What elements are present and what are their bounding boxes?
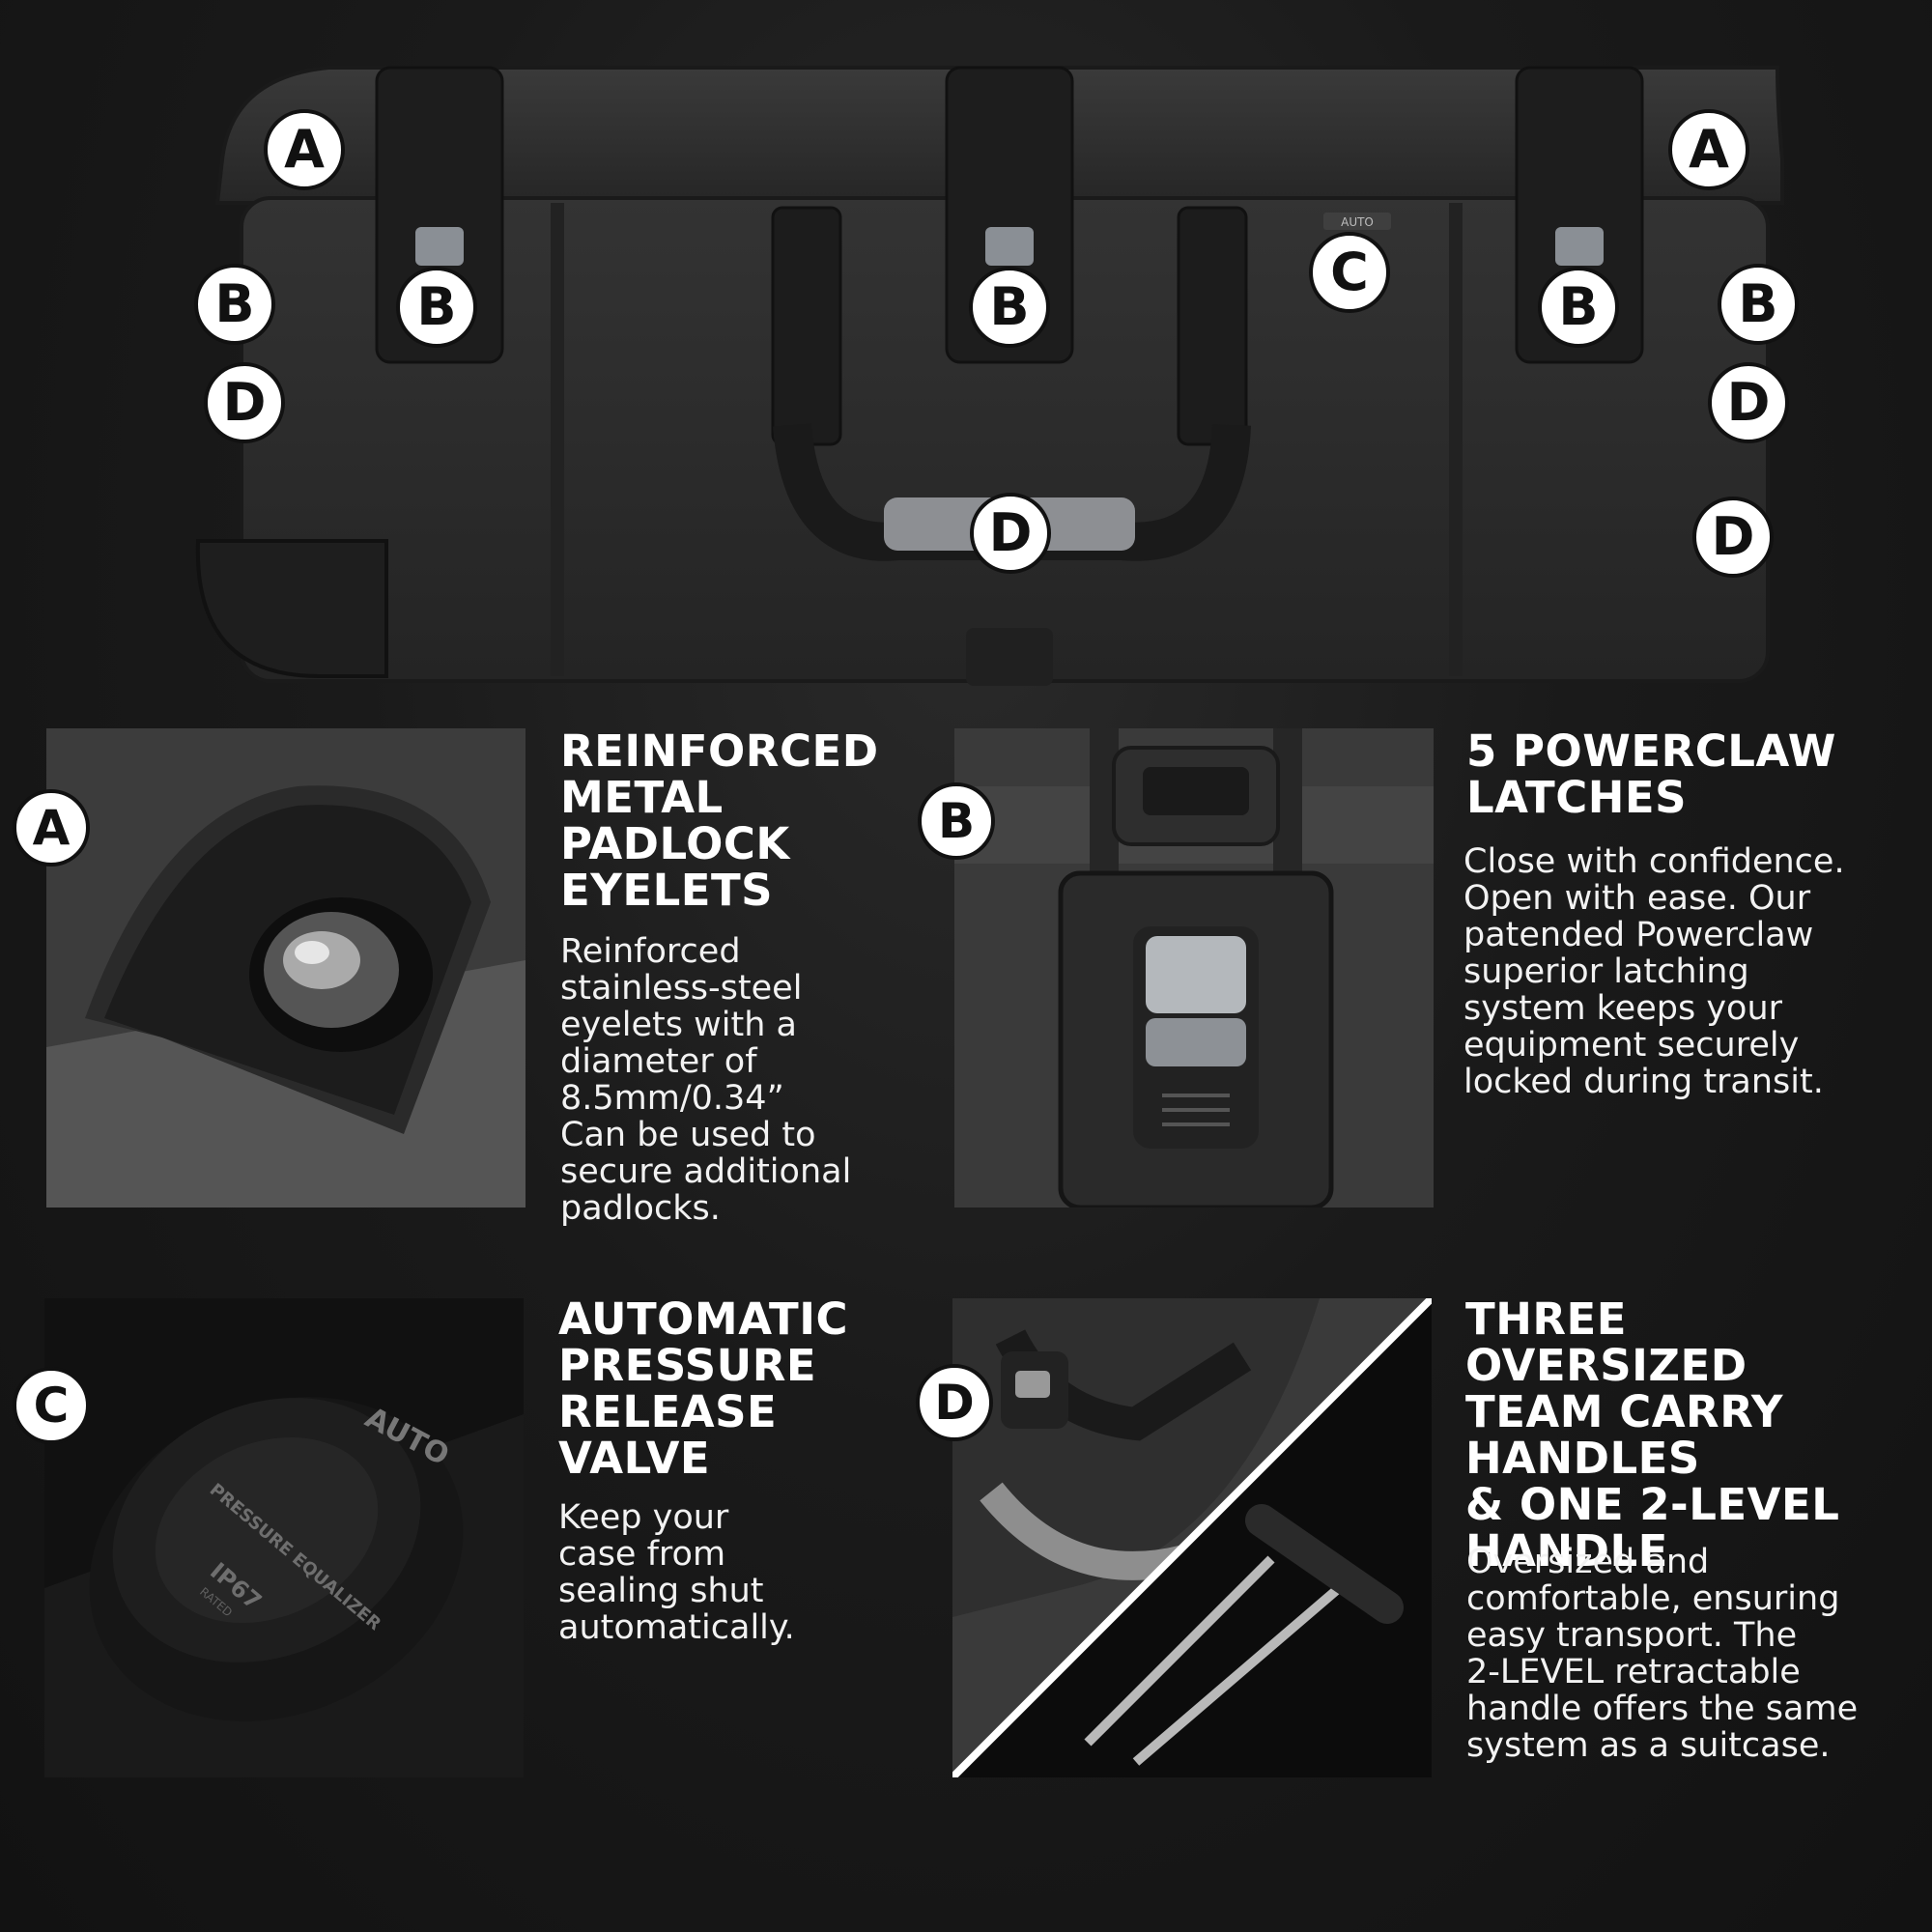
feature-b-marker: B	[918, 782, 995, 860]
feature-c-body: Keep your case from sealing shut automat…	[558, 1498, 795, 1647]
feature-d-marker: D	[916, 1364, 993, 1441]
hero-valve-label: AUTO	[1341, 215, 1374, 229]
feature-d-body: Oversized and comfortable, ensuring easy…	[1466, 1543, 1859, 1765]
marker-d-left: D	[204, 362, 285, 443]
marker-b-latch-left: B	[396, 267, 477, 348]
valve-photo: AUTO PRESSURE EQUALIZER IP67 RATED	[44, 1298, 524, 1777]
case-illustration: AUTO	[195, 66, 1784, 686]
marker-a-right: A	[1668, 109, 1749, 190]
feature-a-marker: A	[13, 789, 90, 867]
feature-d-title: THREE OVERSIZED TEAM CARRY HANDLES & ONE…	[1465, 1293, 1840, 1577]
marker-a-left: A	[264, 109, 345, 190]
marker-b-latch-center: B	[969, 267, 1050, 348]
eyelet-photo	[46, 728, 526, 1208]
feature-a-body: Reinforced stainless-steel eyelets with …	[560, 932, 852, 1228]
marker-b-outer-right: B	[1718, 264, 1799, 345]
feature-a-title: REINFORCED METAL PADLOCK EYELETS	[560, 725, 879, 916]
handles-photo	[952, 1298, 1432, 1777]
marker-b-latch-right: B	[1538, 267, 1619, 348]
feature-b-body: Close with confidence. Open with ease. O…	[1463, 842, 1845, 1101]
marker-c-valve: C	[1309, 232, 1390, 313]
feature-c-title: AUTOMATIC PRESSURE RELEASE VALVE	[558, 1293, 849, 1484]
marker-d-handle: D	[970, 493, 1051, 574]
hero-case-image: AUTO A A B B B B B C D D D D	[0, 0, 1932, 705]
marker-b-outer-left: B	[194, 264, 275, 345]
feature-c-marker: C	[13, 1367, 90, 1444]
marker-d-right: D	[1708, 362, 1789, 443]
latch-photo	[954, 728, 1434, 1208]
feature-b-title: 5 POWERCLAW LATCHES	[1466, 725, 1836, 823]
marker-d-far-right: D	[1692, 497, 1774, 578]
